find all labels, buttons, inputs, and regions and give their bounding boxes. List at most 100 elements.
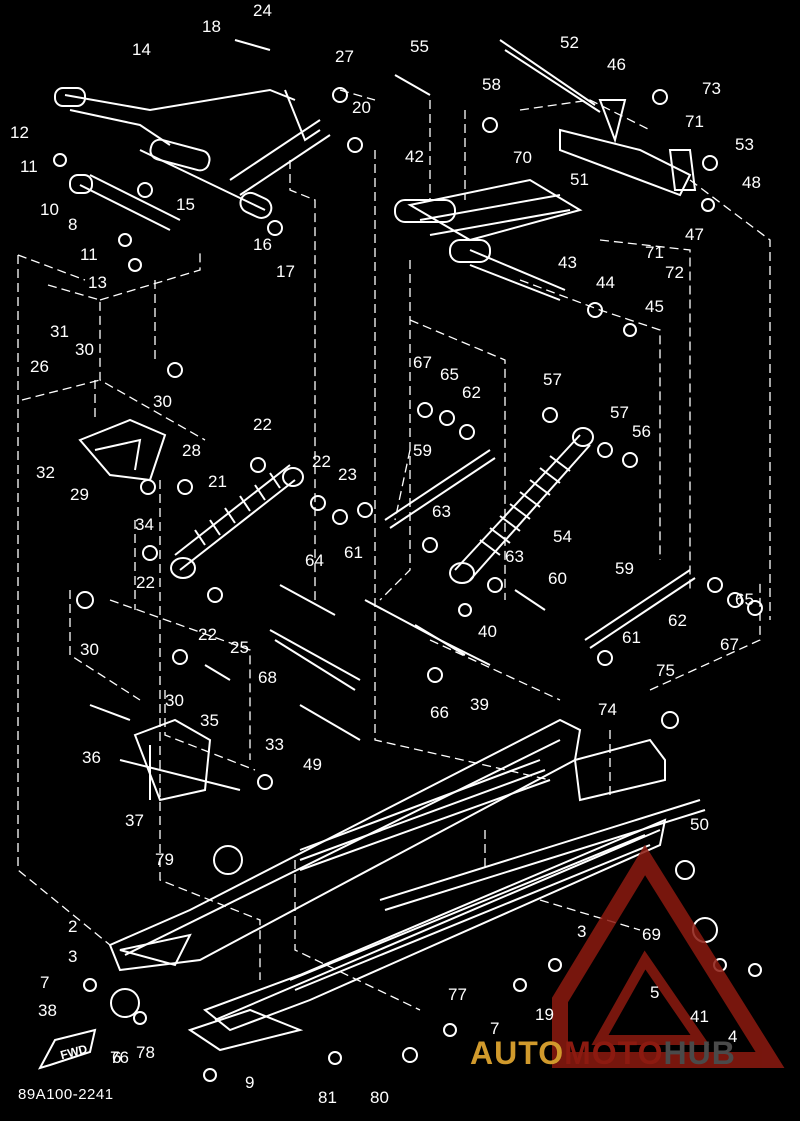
callout-label: 7 [490,1019,499,1038]
callout-label: 57 [543,370,562,389]
callout-label: 47 [685,225,704,244]
callout-label: 67 [720,635,739,654]
callout-label: 45 [645,297,664,316]
callout-label: 67 [413,353,432,372]
callout-label: 59 [615,559,634,578]
watermark-logo-shape [552,844,785,1068]
callout-label: 21 [208,472,227,491]
callout-label: 49 [303,755,322,774]
callout-label: 62 [462,383,481,402]
callout-label: 75 [656,661,675,680]
callout-label: 61 [622,628,641,647]
callout-label: 54 [553,527,572,546]
callout-label: 31 [50,322,69,341]
callout-label: 63 [432,502,451,521]
callout-label: 32 [36,463,55,482]
callout-label: 22 [198,625,217,644]
callout-label: 30 [75,340,94,359]
callout-label: 52 [560,33,579,52]
callout-label: 73 [702,79,721,98]
callout-label: 7 [40,973,49,992]
callout-label: 12 [10,123,29,142]
callout-label: 65 [735,590,754,609]
callout-label: 30 [153,392,172,411]
callout-label: 16 [253,235,272,254]
callout-label: 42 [405,147,424,166]
callout-label: 78 [136,1043,155,1062]
callout-label: 3 [68,947,77,966]
callout-label: 5 [650,983,659,1002]
callout-label: 17 [276,262,295,281]
callout-label: 37 [125,811,144,830]
callout-label: 34 [135,515,154,534]
callout-label: 18 [202,17,221,36]
callout-label: 55 [410,37,429,56]
watermark: AUTOMOTOHUB [470,1035,736,1072]
callout-label: 20 [352,98,371,117]
callout-label: 39 [470,695,489,714]
callout-label: 26 [30,357,49,376]
callout-label: 69 [642,925,661,944]
callout-label: 79 [155,850,174,869]
callout-label: 66 [430,703,449,722]
callout-label: 3 [577,922,586,941]
small-parts [53,87,763,1082]
callout-label: 68 [258,668,277,687]
callout-label: 48 [742,173,761,192]
callout-label: 30 [165,691,184,710]
callout-label: 80 [370,1088,389,1107]
fwd-direction-badge: FWD [37,1028,97,1070]
callout-label: 24 [253,1,272,20]
callout-label: 35 [200,711,219,730]
callout-label: 13 [88,273,107,292]
callout-label: 10 [40,200,59,219]
callout-label: 44 [596,273,615,292]
callout-label: 9 [245,1073,254,1092]
callout-label: 14 [132,40,151,59]
callout-label: 77 [448,985,467,1004]
callout-label: 57 [610,403,629,422]
callout-label: 2 [68,917,77,936]
callout-label: 6 [112,1048,121,1067]
callout-label: 11 [80,245,98,264]
callout-label: 11 [20,157,38,176]
callout-label: 22 [253,415,272,434]
callout-label: 74 [598,700,617,719]
callout-label: 60 [548,569,567,588]
callout-label: 65 [440,365,459,384]
callout-label: 8 [68,215,77,234]
rear-shock-absorber [449,427,594,584]
front-arm-assembly [54,87,331,231]
slide-rails [108,718,706,1052]
callout-label: 61 [344,543,363,562]
callout-label: 22 [136,573,155,592]
callout-label: 41 [690,1007,709,1026]
callout-label: 71 [685,112,704,131]
mount-brackets [78,418,241,802]
callout-label: 63 [505,547,524,566]
callout-label: 19 [535,1005,554,1024]
callout-label: 27 [335,47,354,66]
callout-label: 53 [735,135,754,154]
watermark-part-3: HUB [663,1035,736,1071]
callout-label: 40 [478,622,497,641]
callout-label: 56 [632,422,651,441]
callout-label: 28 [182,441,201,460]
callout-label: 22 [312,452,331,471]
watermark-part-2: MOTO [564,1035,664,1071]
callout-label: 58 [482,75,501,94]
callout-label: 4 [728,1027,737,1046]
fwd-badge-text: FWD [59,1042,89,1063]
callout-label: 71 [645,243,664,262]
callout-label: 50 [690,815,709,834]
callout-label: 46 [607,55,626,74]
callout-label: 62 [668,611,687,630]
callout-label: 30 [80,640,99,659]
watermark-part-1: AUTO [470,1035,565,1071]
callout-label: 51 [570,170,589,189]
callout-label: 64 [305,551,324,570]
callout-label: 38 [38,1001,57,1020]
callout-label: 72 [665,263,684,282]
